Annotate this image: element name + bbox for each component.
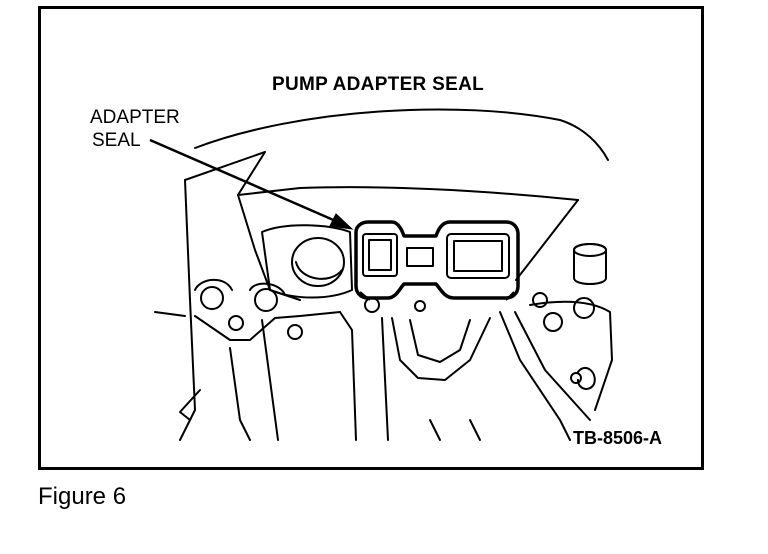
bolt-boss-7	[532, 292, 548, 308]
figure-frame	[38, 6, 704, 470]
housing-upper-shoulder	[184, 151, 579, 201]
stud	[573, 243, 607, 285]
bolt-boss-10	[570, 372, 582, 384]
callout-label-line2: SEAL	[92, 130, 141, 151]
bolt-boss-2	[254, 288, 278, 312]
seal-left-port-outer	[362, 233, 398, 277]
callout-label-line1: ADAPTER	[90, 107, 180, 128]
figure-caption: Figure 6	[38, 483, 127, 510]
bolt-boss-1	[200, 286, 224, 310]
left-bore-hole	[291, 237, 345, 287]
seal-left-port-inner	[368, 239, 392, 271]
channel-right	[499, 311, 591, 441]
housing-diagonal-right	[515, 199, 579, 281]
adapter-seal	[354, 220, 520, 301]
reference-code: TB-8506-A	[573, 428, 663, 448]
housing-arc	[194, 108, 609, 161]
left-bore-outline	[261, 224, 353, 299]
bolt-boss-8	[543, 312, 563, 332]
bolt-boss-3	[228, 315, 244, 331]
bolt-boss-4	[287, 324, 303, 340]
callout-leader	[149, 138, 354, 230]
seal-right-port-inner	[453, 240, 503, 272]
channel-left	[229, 319, 279, 441]
channel-pocket	[391, 317, 491, 381]
seal-center-slot	[406, 247, 434, 267]
bolt-boss-5	[364, 297, 380, 313]
bolt-boss-6	[414, 300, 426, 312]
diagram-title: PUMP ADAPTER SEAL	[272, 74, 485, 95]
housing-left-wall	[179, 179, 196, 441]
seal-right-port-outer	[446, 233, 510, 279]
bolt-boss-9	[573, 297, 595, 319]
channel-center	[339, 311, 389, 441]
callout-arrowhead	[329, 213, 354, 230]
seal-outline	[354, 220, 520, 300]
